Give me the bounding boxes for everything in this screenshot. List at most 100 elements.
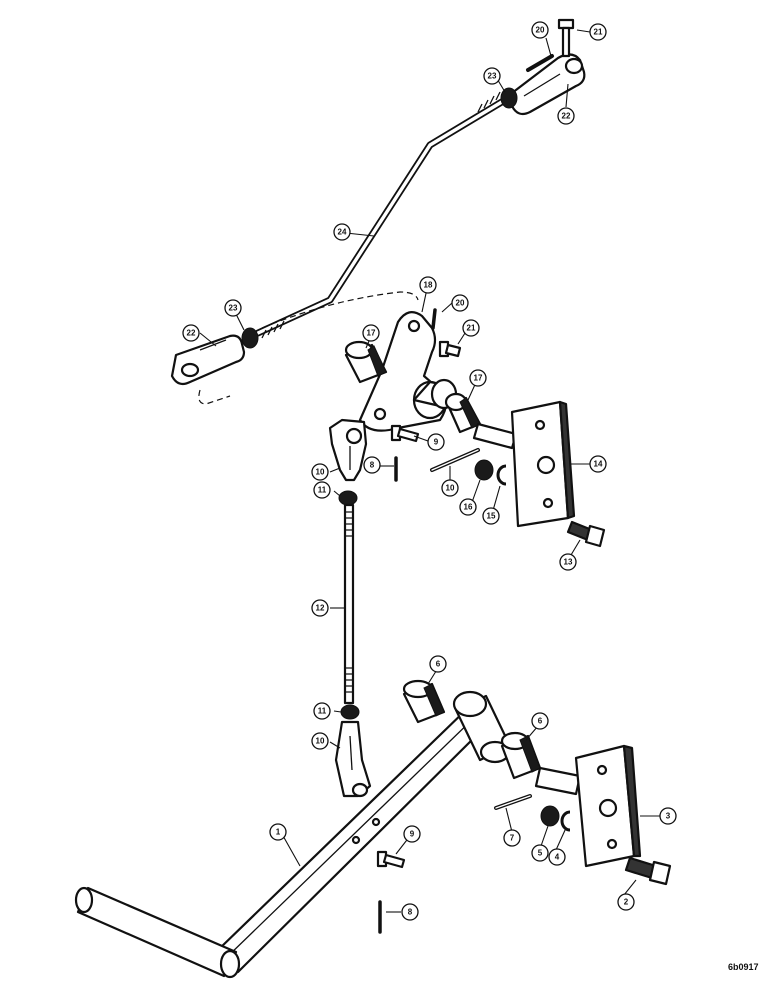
- svg-text:3: 3: [666, 812, 671, 821]
- clevis-pin: [390, 424, 420, 443]
- svg-text:10: 10: [446, 484, 455, 493]
- svg-text:10: 10: [316, 468, 325, 477]
- svg-text:8: 8: [370, 461, 375, 470]
- callout-20: 20: [451, 294, 469, 312]
- pivot-shaft: [472, 422, 518, 450]
- clevis-pin: [376, 850, 406, 869]
- callout-11: 11: [313, 481, 331, 499]
- callout-20: 20: [531, 21, 549, 39]
- bushing: [444, 392, 482, 434]
- jam-nut: [340, 704, 360, 720]
- callout-14: 14: [589, 455, 607, 473]
- callout-22: 22: [182, 324, 200, 342]
- foot-bar: [74, 886, 241, 979]
- svg-text:11: 11: [318, 707, 327, 716]
- mounting-plate: [574, 744, 642, 868]
- callout-8: 8: [363, 456, 381, 474]
- callout-10: 10: [311, 732, 329, 750]
- pivot-shaft: [534, 766, 582, 796]
- callout-17: 17: [362, 324, 380, 342]
- svg-text:1: 1: [276, 828, 281, 837]
- callout-17: 17: [469, 369, 487, 387]
- rod-clevis: [170, 334, 246, 386]
- callout-21: 21: [462, 319, 480, 337]
- clevis-pin: [557, 18, 575, 58]
- callout-11: 11: [313, 702, 331, 720]
- svg-text:22: 22: [187, 329, 196, 338]
- rod-clevis: [328, 418, 368, 482]
- cap-screw: [566, 520, 606, 548]
- cotter-pin: [431, 308, 437, 330]
- callout-16: 16: [459, 498, 477, 516]
- callout-10: 10: [311, 463, 329, 481]
- callout-3: 3: [659, 807, 677, 825]
- svg-text:9: 9: [434, 438, 439, 447]
- svg-text:17: 17: [474, 374, 483, 383]
- svg-text:7: 7: [510, 834, 515, 843]
- bushing: [500, 731, 542, 780]
- svg-text:13: 13: [564, 558, 573, 567]
- svg-text:9: 9: [410, 830, 415, 839]
- callout-18: 18: [419, 276, 437, 294]
- mounting-plate: [510, 400, 576, 528]
- svg-text:18: 18: [424, 281, 433, 290]
- assembly-line: [261, 291, 419, 329]
- svg-text:11: 11: [318, 486, 327, 495]
- cotter-pin: [494, 794, 532, 810]
- callout-9: 9: [403, 825, 421, 843]
- svg-text:22: 22: [562, 112, 571, 121]
- svg-text:20: 20: [536, 26, 545, 35]
- jam-nut: [500, 87, 518, 109]
- svg-text:4: 4: [555, 853, 560, 862]
- svg-text:15: 15: [487, 512, 496, 521]
- jam-nut: [241, 327, 259, 349]
- callout-22: 22: [557, 107, 575, 125]
- callout-1: 1: [269, 823, 287, 841]
- svg-text:21: 21: [594, 28, 603, 37]
- snap-ring: [560, 810, 571, 832]
- callout-4: 4: [548, 848, 566, 866]
- callout-9: 9: [427, 433, 445, 451]
- svg-text:8: 8: [408, 908, 413, 917]
- callout-6: 6: [429, 655, 447, 673]
- cotter-pin: [526, 54, 554, 72]
- callout-5: 5: [531, 844, 549, 862]
- svg-text:21: 21: [467, 324, 476, 333]
- svg-text:5: 5: [538, 849, 543, 858]
- cap-screw: [624, 856, 672, 886]
- bushing: [344, 340, 388, 384]
- callout-2: 2: [617, 893, 635, 911]
- callout-8: 8: [401, 903, 419, 921]
- callout-6: 6: [531, 712, 549, 730]
- callout-24: 24: [333, 223, 351, 241]
- jam-nut: [338, 490, 358, 506]
- svg-text:12: 12: [316, 604, 325, 613]
- bushing: [402, 679, 446, 724]
- hex-nut: [540, 805, 560, 827]
- svg-text:24: 24: [338, 228, 347, 237]
- svg-text:14: 14: [594, 460, 603, 469]
- clevis-pin: [438, 340, 462, 358]
- cotter-pin: [430, 448, 480, 472]
- threaded-rod: [343, 503, 355, 705]
- svg-text:17: 17: [367, 329, 376, 338]
- callout-12: 12: [311, 599, 329, 617]
- callout-21: 21: [589, 23, 607, 41]
- svg-text:2: 2: [624, 898, 629, 907]
- callout-15: 15: [482, 507, 500, 525]
- rod-clevis: [334, 720, 372, 798]
- svg-text:6: 6: [436, 660, 441, 669]
- hex-nut: [474, 459, 494, 481]
- svg-text:6: 6: [538, 717, 543, 726]
- callout-13: 13: [559, 553, 577, 571]
- rod-clevis: [510, 53, 586, 116]
- assembly-line: [198, 389, 231, 405]
- callout-23: 23: [224, 299, 242, 317]
- snap-ring: [496, 464, 507, 486]
- svg-text:20: 20: [456, 299, 465, 308]
- callout-23: 23: [483, 67, 501, 85]
- svg-text:23: 23: [488, 72, 497, 81]
- svg-text:23: 23: [229, 304, 238, 313]
